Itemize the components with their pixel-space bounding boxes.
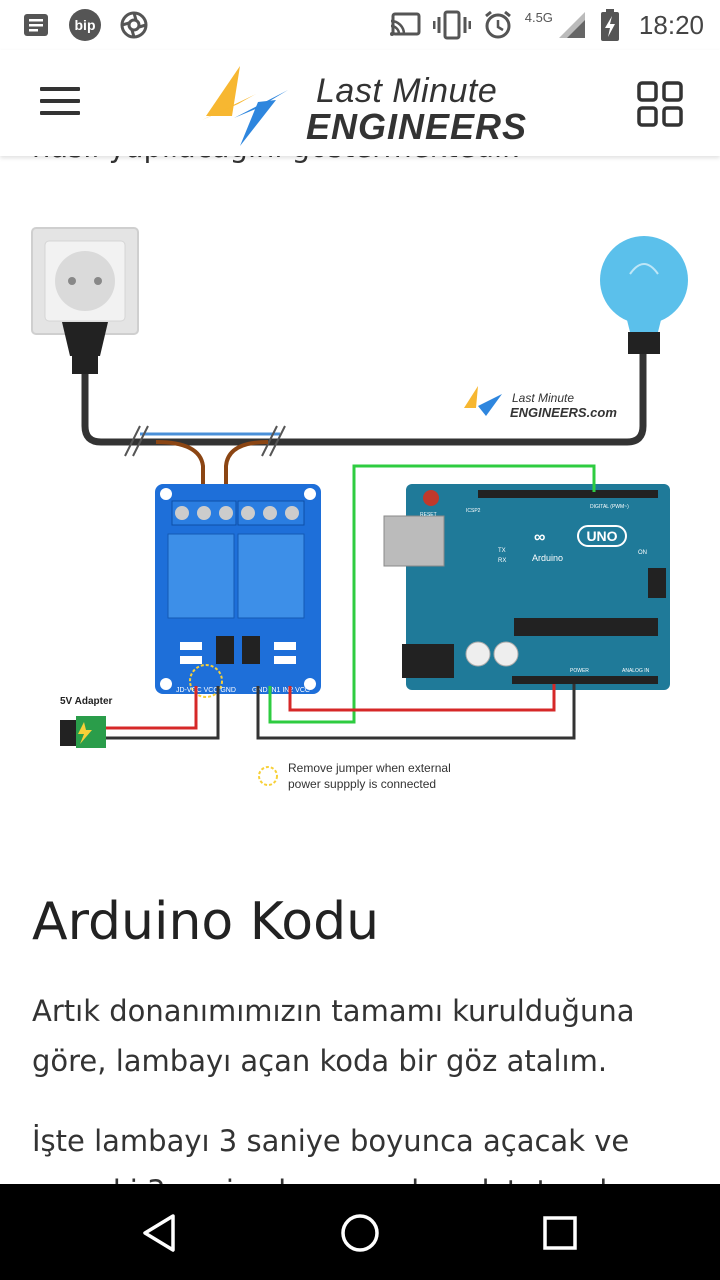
arduino-uno-board: RESET ICSP2 DIGITAL (PWM~) ∞ UNO Arduino… <box>383 484 670 690</box>
back-icon[interactable] <box>135 1208 185 1258</box>
site-logo[interactable]: Last Minute ENGINEERS <box>198 60 528 152</box>
lightning-logo-icon <box>202 66 288 146</box>
svg-text:TX: TX <box>498 548 506 554</box>
relay-module: JD-VCC VCC GND GND IN1 IN2 VCC <box>155 484 321 698</box>
recents-icon[interactable] <box>535 1208 585 1258</box>
aperture-icon <box>120 11 148 39</box>
wiring-diagram: Last Minute ENGINEERS.com JD-VCC VCC GND <box>31 227 688 791</box>
svg-text:ENGINEERS.com: ENGINEERS.com <box>510 405 617 420</box>
navigation-bar <box>0 1184 720 1280</box>
5v-adapter: 5V Adapter <box>60 696 113 748</box>
logo-line2: ENGINEERS <box>306 106 528 147</box>
notification-icon <box>24 14 48 36</box>
svg-text:Remove jumper when external: Remove jumper when external <box>288 761 451 775</box>
cut-off-paragraph: nasıl yapılacağını göstermektedir. <box>32 156 521 164</box>
svg-text:Last Minute: Last Minute <box>512 391 574 405</box>
diagram-watermark-logo: Last Minute ENGINEERS.com <box>464 386 617 420</box>
power-plug <box>62 322 108 374</box>
svg-text:5V Adapter: 5V Adapter <box>60 696 113 707</box>
grid-menu-icon[interactable] <box>636 80 684 128</box>
signal-icon <box>558 12 585 38</box>
clock: 18:20 <box>638 9 704 40</box>
bip-icon: bip <box>69 9 101 41</box>
svg-text:RX: RX <box>498 558 506 564</box>
paragraph: İşte lambayı 3 saniye boyunca açacak ve … <box>32 1124 630 1184</box>
hamburger-bar <box>40 111 80 115</box>
svg-text:UNO: UNO <box>586 528 617 544</box>
hamburger-bar <box>40 99 80 103</box>
wall-socket <box>31 227 139 335</box>
logo-line1: Last Minute <box>316 72 498 110</box>
svg-text:ICSP2: ICSP2 <box>466 508 481 514</box>
svg-text:bip: bip <box>75 17 96 33</box>
svg-text:ON: ON <box>638 550 647 556</box>
section-heading: Arduino Kodu <box>32 892 380 952</box>
svg-text:GND IN1 IN2 VCC: GND IN1 IN2 VCC <box>252 687 310 694</box>
hamburger-menu-button[interactable] <box>30 78 90 124</box>
vibrate-icon <box>432 10 471 40</box>
status-bar: bip 4.5G <box>0 0 720 50</box>
home-icon[interactable] <box>335 1208 385 1258</box>
network-type-label: 4.5G <box>524 9 553 25</box>
svg-text:DIGITAL (PWM~): DIGITAL (PWM~) <box>590 504 629 510</box>
svg-text:∞: ∞ <box>534 529 545 546</box>
light-bulb <box>600 236 688 354</box>
article-content: nasıl yapılacağını göstermektedir. <box>0 156 720 1184</box>
svg-text:Arduino: Arduino <box>532 553 563 563</box>
site-header: Last Minute ENGINEERS <box>0 50 720 156</box>
battery-charging-icon <box>600 9 619 41</box>
svg-text:power suppply is connected: power suppply is connected <box>288 777 436 791</box>
svg-text:JD-VCC VCC GND: JD-VCC VCC GND <box>176 687 236 694</box>
svg-text:RESET: RESET <box>420 512 437 518</box>
svg-text:POWER: POWER <box>570 668 589 674</box>
hamburger-bar <box>40 87 80 91</box>
cast-icon <box>389 12 421 36</box>
alarm-icon <box>484 10 511 39</box>
jumper-legend: Remove jumper when external power supppl… <box>258 761 451 791</box>
svg-text:ANALOG IN: ANALOG IN <box>622 668 650 674</box>
paragraph: Artık donanımımızın tamamı kurulduğuna g… <box>32 994 635 1078</box>
